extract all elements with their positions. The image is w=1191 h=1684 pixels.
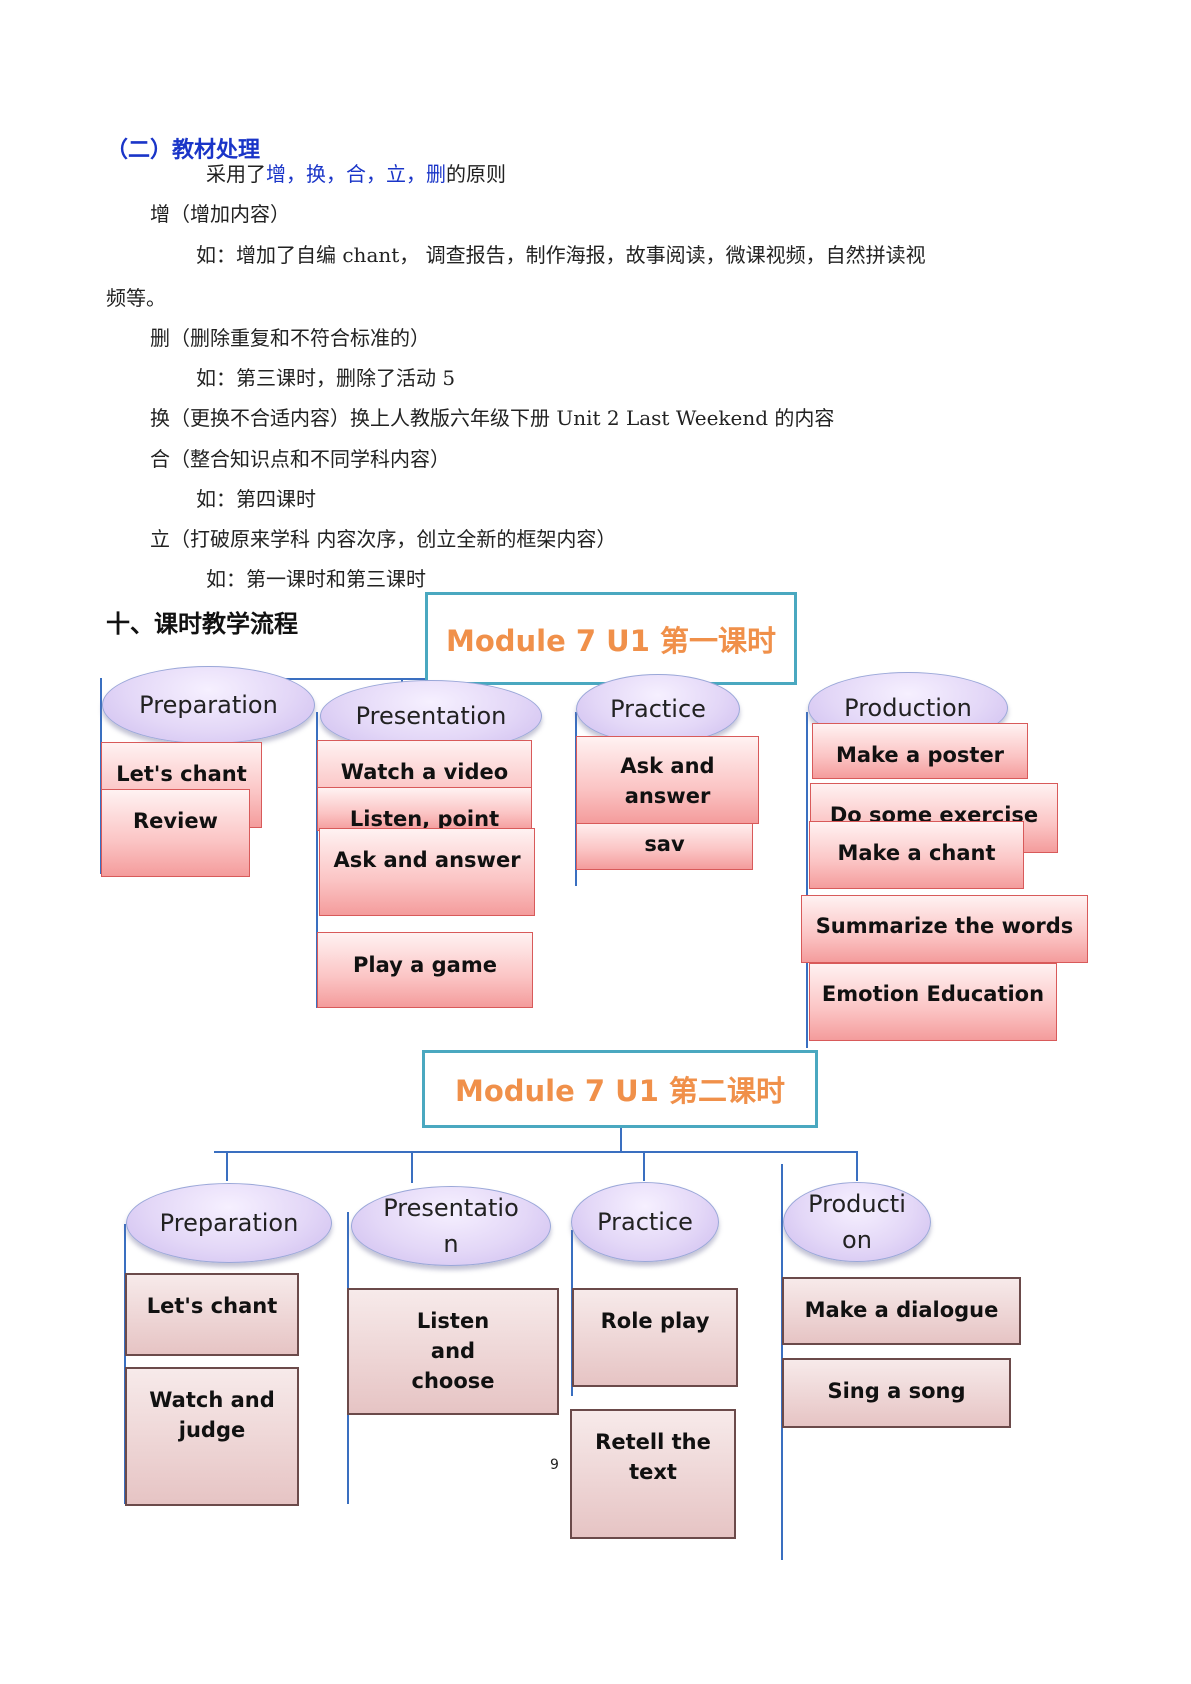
chapter-title: 十、课时教学流程 <box>106 609 298 638</box>
principle-term: 立 <box>386 162 406 186</box>
connector-line <box>806 712 808 1048</box>
section-title: （二）教材处理 <box>106 137 261 163</box>
activity-box: Make a chant <box>809 821 1024 889</box>
activity-box: Play a game <box>317 932 533 1008</box>
activity-box: Watch and judge <box>125 1367 299 1506</box>
activity-box: Make a dialogue <box>782 1277 1021 1345</box>
text-line: 如：增加了自编 chant， 调查报告，制作海报，故事阅读，微课视频，自然拼读视 <box>196 243 926 267</box>
connector-line <box>411 1151 413 1183</box>
connector-line <box>124 1224 126 1504</box>
stage-practice: Practice <box>576 674 740 744</box>
principle-sep: ， <box>326 162 346 186</box>
stage-label: Presentation <box>355 702 507 730</box>
connector-line <box>214 1151 858 1153</box>
stage-preparation: Preparation <box>102 666 315 744</box>
stage-label: Preparation <box>159 1209 299 1237</box>
activity-box: Summarize the words <box>801 895 1088 963</box>
principle-suffix: 的原则 <box>446 162 506 186</box>
text-line: 立（打破原来学科 内容次序，创立全新的框架内容） <box>150 527 617 551</box>
stage-label: Producti on <box>808 1190 906 1254</box>
stage-label: Presentatio n <box>383 1194 519 1258</box>
principle-sep: ， <box>286 162 306 186</box>
activity-box: Ask and answer <box>319 828 535 916</box>
module2-title-box: Module 7 U1 第二课时 <box>422 1050 818 1128</box>
module1-title: Module 7 U1 第一课时 <box>446 623 776 658</box>
principle-sep: ， <box>406 162 426 186</box>
activity-box: Retell the text <box>570 1409 736 1539</box>
activity-box: Make a poster <box>812 723 1028 779</box>
module1-title-box: Module 7 U1 第一课时 <box>425 592 797 685</box>
activity-box: Role play <box>572 1288 738 1387</box>
connector-line <box>856 1151 858 1181</box>
connector-line <box>226 1151 228 1181</box>
stage-label: Practice <box>610 695 706 723</box>
module2-title: Module 7 U1 第二课时 <box>455 1074 785 1108</box>
stage-preparation: Preparation <box>126 1183 332 1263</box>
principle-sep: ， <box>366 162 386 186</box>
activity-box: sav <box>576 820 753 870</box>
text-line: 换（更换不合适内容）换上人教版六年级下册 Unit 2 Last Weekend… <box>150 406 835 430</box>
text-line: 如：第四课时 <box>196 487 316 511</box>
principle-term: 合 <box>346 162 366 186</box>
page-number: 9 <box>550 1457 559 1473</box>
stage-practice: Practice <box>571 1182 719 1262</box>
activity-box: Listen, point <box>317 787 532 831</box>
principle-prefix: 采用了 <box>206 162 266 186</box>
stage-label: Preparation <box>139 691 278 719</box>
activity-box: Sing a song <box>782 1358 1011 1428</box>
activity-box: Ask and answer <box>576 736 759 824</box>
text-line: 频等。 <box>106 286 166 310</box>
principle-term: 换 <box>306 162 326 186</box>
stage-label: Production <box>844 694 972 722</box>
principle-term: 增 <box>266 162 286 186</box>
activity-box: Emotion Education <box>809 963 1057 1041</box>
text-line: 增（增加内容） <box>150 202 290 226</box>
stage-label: Practice <box>597 1208 693 1236</box>
activity-box: Let's chant <box>125 1273 299 1356</box>
text-line: 如：第一课时和第三课时 <box>206 567 426 591</box>
activity-box: Listen and choose <box>347 1288 559 1415</box>
stage-presentation: Presentatio n <box>351 1186 551 1266</box>
connector-line <box>620 1127 622 1151</box>
activity-box: Review <box>101 789 250 877</box>
principle-term: 删 <box>426 162 446 186</box>
connector-line <box>316 712 318 1008</box>
connector-line <box>643 1151 645 1181</box>
text-line: 合（整合知识点和不同学科内容） <box>150 447 450 471</box>
text-line: 删（删除重复和不符合标准的） <box>150 326 430 350</box>
text-line: 如：第三课时，删除了活动 5 <box>196 366 456 390</box>
stage-production: Producti on <box>783 1182 931 1262</box>
principle-line: 采用了增，换，合，立，删的原则 <box>206 162 506 186</box>
